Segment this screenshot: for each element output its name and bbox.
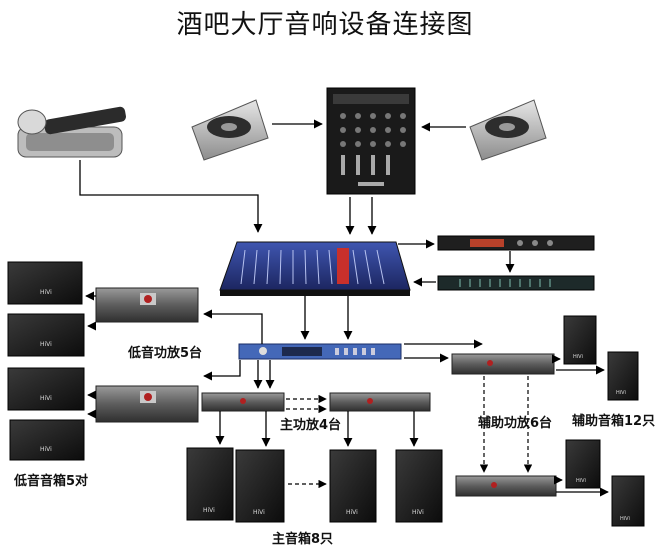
sub-speaker-3: HiVi (7, 367, 85, 411)
speaker-brand-logo: HiVi (40, 341, 52, 348)
sub-amplifier-2 (95, 385, 199, 423)
speaker-brand-logo: HiVi (40, 446, 52, 453)
cd-player-left (191, 99, 269, 161)
speaker-brand-logo: HiVi (253, 509, 265, 516)
sub-amplifier-1 (95, 287, 199, 323)
speaker-brand-logo: HiVi (346, 509, 358, 516)
speaker-brand-logo: HiVi (40, 395, 52, 402)
label-sub-amps: 低音功放5台 (128, 346, 203, 361)
speaker-brand-logo: HiVi (40, 289, 52, 296)
dashed-connections (286, 376, 533, 489)
label-sub-speakers: 低音音箱5对 (14, 474, 89, 489)
speaker-brand-logo: HiVi (573, 354, 583, 360)
speaker-brand-logo: HiVi (412, 509, 424, 516)
diagram-title: 酒吧大厅音响设备连接图 (176, 10, 474, 40)
aux-amplifier-2 (455, 475, 557, 497)
sub-speaker-2: HiVi (7, 313, 85, 357)
label-aux-amps: 辅助功放6台 (478, 416, 553, 431)
label-main-amps: 主功放4台 (280, 418, 342, 433)
graphic-equalizer (437, 275, 595, 291)
main-speaker-4: HiVi (395, 449, 443, 523)
aux-speaker-3: HiVi (565, 439, 601, 489)
aux-speaker-2: HiVi (607, 351, 639, 401)
dj-mixer (326, 87, 416, 195)
main-speaker-3: HiVi (329, 449, 377, 523)
main-amplifier-2 (329, 392, 431, 412)
sub-speaker-4: HiVi (9, 419, 85, 461)
aux-amplifier-1 (451, 353, 555, 375)
speaker-brand-logo: HiVi (576, 478, 586, 484)
label-aux-speakers: 辅助音箱12只 (572, 414, 655, 429)
aux-speaker-4: HiVi (611, 475, 645, 527)
main-speaker-1: HiVi (186, 447, 234, 521)
effects-processor (437, 235, 595, 251)
sub-speaker-1: HiVi (7, 261, 83, 305)
speaker-brand-logo: HiVi (620, 516, 630, 522)
aux-speaker-1: HiVi (563, 315, 597, 365)
connection-lines (79, 119, 609, 497)
main-amplifier-1 (201, 392, 285, 412)
main-speaker-2: HiVi (235, 449, 285, 523)
label-main-speakers: 主音箱8只 (272, 532, 334, 547)
speaker-processor (238, 343, 402, 360)
speaker-brand-logo: HiVi (616, 390, 626, 396)
wireless-microphone (17, 106, 126, 158)
cd-player-right (469, 99, 547, 161)
mixing-console (219, 241, 411, 296)
speaker-brand-logo: HiVi (203, 507, 215, 514)
